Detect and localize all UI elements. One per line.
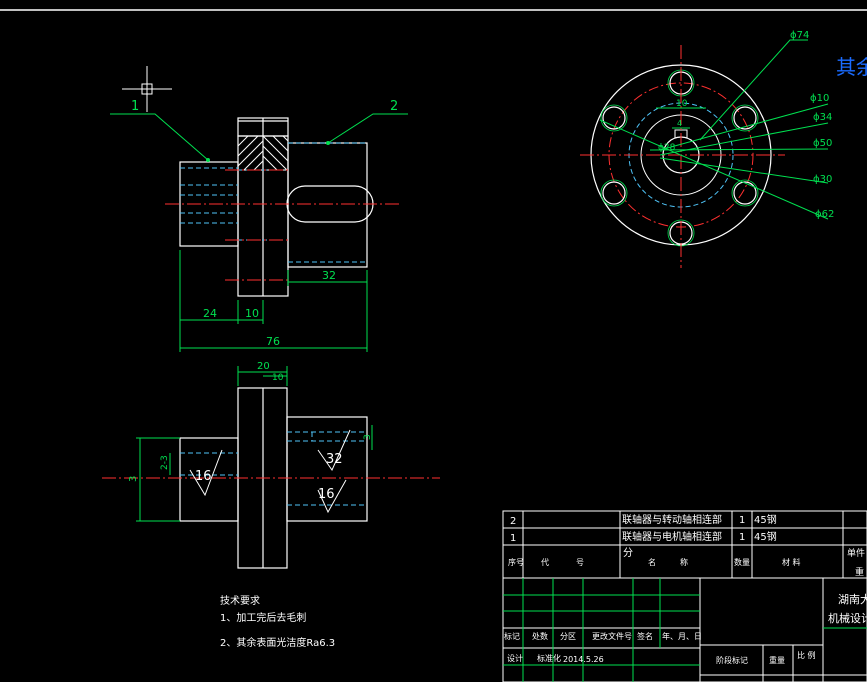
row-1-name: 联轴器与电机轴相连部 [622, 530, 722, 543]
rev-doc: 更改文件号 [592, 631, 632, 641]
dia-62: ϕ62 [815, 209, 834, 220]
hdr-material: 材 料 [782, 557, 801, 567]
scale-label: 比 例 [797, 650, 816, 660]
front-leaders [110, 113, 408, 161]
row-1-material: 45钢 [754, 530, 777, 543]
front-view [179, 117, 374, 297]
hdr-seq: 序号 [508, 557, 524, 567]
top-dim-left-height: 3 [128, 476, 139, 482]
cursor-crosshair-icon [122, 66, 172, 112]
rough-left: 16 [195, 469, 212, 484]
hdr-qty: 数量 [734, 557, 750, 567]
drawing-name: 机械设计 [828, 611, 867, 625]
front-center-lines [165, 169, 400, 281]
hdr-code-a: 代 [541, 557, 549, 567]
title-block [502, 510, 867, 682]
front-dimensions [179, 250, 368, 352]
front-dim-right: 32 [322, 269, 336, 282]
keyway-width: 10 [676, 99, 688, 109]
front-dim-overall: 76 [266, 335, 280, 348]
front-dim-mid: 10 [245, 307, 259, 320]
hdr-name-b: 称 [680, 557, 688, 567]
front-slot [286, 185, 374, 223]
top-dim-left-small: 2-3 [160, 455, 170, 470]
top-dim-right-small: 3 [363, 434, 373, 440]
circle-view [580, 45, 785, 268]
rev-mark: 标记 [504, 631, 520, 641]
rev-count: 处数 [532, 631, 548, 641]
leader-dot-1 [206, 158, 210, 162]
hdr-code-b: 号 [576, 558, 584, 567]
keyway-depth: 4 [677, 119, 682, 128]
hdr-weight: 重 [855, 566, 864, 578]
row-2-name: 联轴器与转动轴相连部 [622, 513, 722, 526]
rev-zone: 分区 [560, 632, 576, 641]
hdr-name-a: 名 [648, 557, 656, 567]
dia-50: ϕ50 [813, 138, 832, 149]
design-label: 设计 [507, 653, 523, 663]
rev-date: 年、月、日 [662, 631, 702, 641]
balloon-2: 2 [390, 99, 398, 114]
notes-line1: 1、加工完后去毛刺 [220, 611, 306, 624]
top-right-hub [286, 416, 368, 522]
front-dim-left: 24 [203, 307, 217, 320]
bore-dia: ϕ28 [658, 143, 676, 153]
top-dim-width: 20 [257, 361, 270, 372]
dia-30: ϕ30 [813, 174, 832, 185]
notes-title: 技术要求 [220, 594, 260, 607]
balloon-1: 1 [131, 99, 139, 114]
row-1-qty: 1 [739, 532, 745, 543]
hdr-single: 单件 [847, 547, 865, 559]
notes-line2: 2、其余表面光洁度Ra6.3 [220, 636, 335, 649]
roughness-symbols [189, 429, 351, 514]
std-label: 标准化 [537, 653, 561, 663]
dia-hole: ϕ10 [810, 93, 829, 104]
row-1-no: 1 [510, 533, 516, 544]
row-2-qty: 1 [739, 515, 745, 526]
rev-sign: 签名 [637, 631, 653, 641]
rough-right-upper: 32 [326, 452, 343, 467]
weight-label: 重量 [769, 655, 785, 665]
stage-label: 阶段标记 [716, 655, 748, 665]
dia-34: ϕ34 [813, 112, 832, 123]
partial-roughness-text: 其余 [836, 55, 867, 79]
hdr-name-extra: 分 [623, 547, 633, 559]
row-2-no: 2 [510, 516, 516, 527]
front-right-hub [287, 142, 368, 268]
circle-leaders [599, 39, 829, 220]
top-dimensions [136, 366, 373, 522]
rough-right-lower: 16 [318, 487, 335, 502]
design-date: 2014.5.26 [563, 655, 604, 664]
top-hidden-lines [180, 431, 367, 506]
top-dim-inner: 10 [272, 373, 284, 383]
bolt-holes [600, 69, 759, 247]
row-2-material: 45钢 [754, 513, 777, 526]
dia-outer: ϕ74 [790, 30, 809, 41]
leader-dot-2 [326, 141, 330, 145]
school-name: 湖南大学 [838, 592, 867, 606]
